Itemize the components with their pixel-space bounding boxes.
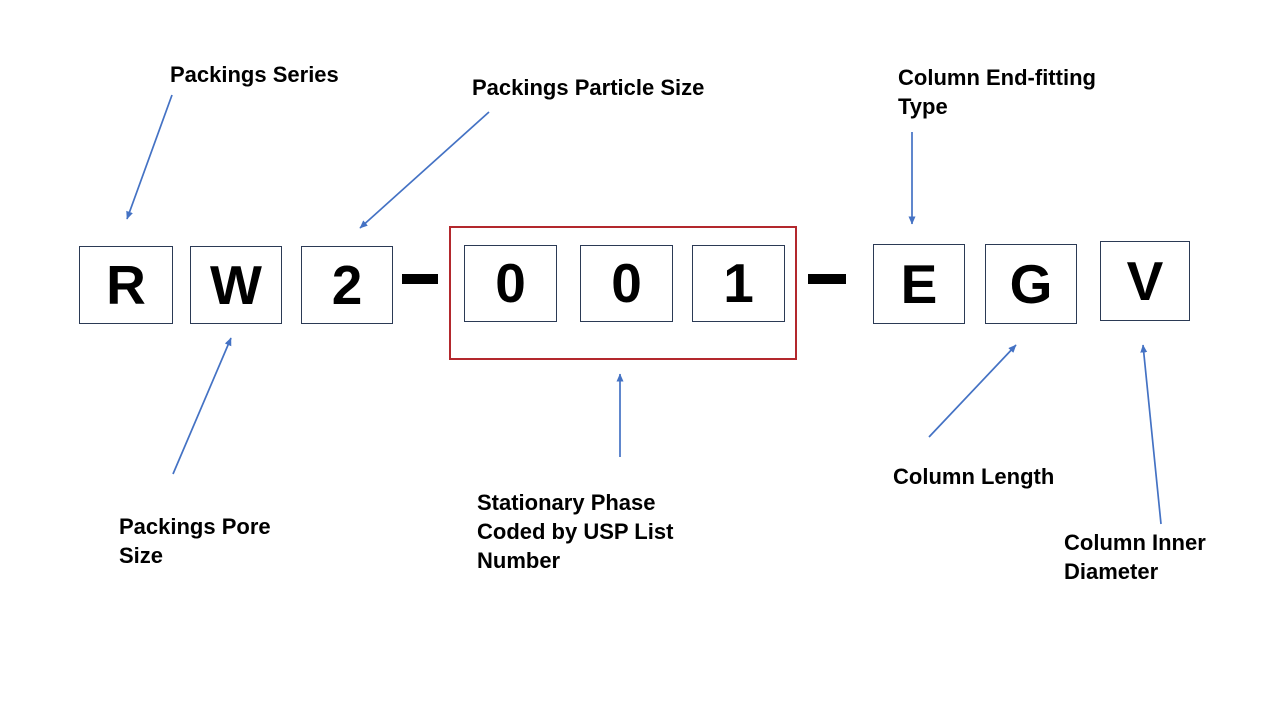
code-char-box-2: 2: [301, 246, 393, 324]
label-stationary-phase: Stationary Phase Coded by USP List Numbe…: [477, 490, 674, 573]
code-separator-dash-2: [808, 274, 846, 284]
code-char-box-0a: 0: [464, 245, 557, 322]
code-char-box-E: E: [873, 244, 965, 324]
code-char-box-W: W: [190, 246, 282, 324]
arrow-packings-pore-size-icon: [172, 337, 232, 475]
arrow-packings-series-icon: [126, 94, 173, 220]
code-char-1: 1: [723, 252, 754, 314]
label-column-inner-diameter: Column Inner Diameter: [1064, 530, 1206, 584]
code-char-R: R: [106, 253, 146, 316]
label-column-end-fitting-type: Column End-fitting Type: [898, 65, 1096, 119]
code-char-G: G: [1009, 252, 1053, 315]
code-char-box-R: R: [79, 246, 173, 324]
label-column-length: Column Length: [893, 464, 1055, 489]
code-separator-dash-1: [402, 274, 438, 284]
code-char-2: 2: [331, 253, 363, 316]
arrow-column-inner-diameter-icon: [1140, 344, 1162, 525]
arrow-column-length-icon: [928, 344, 1017, 438]
code-char-box-V: V: [1100, 241, 1190, 321]
label-packings-particle-size: Packings Particle Size: [472, 75, 705, 100]
code-char-V: V: [1126, 249, 1164, 312]
usp-code-highlight-box: [449, 226, 797, 360]
label-packings-pore-size: Packings Pore Size: [119, 514, 271, 568]
code-char-box-0b: 0: [580, 245, 673, 322]
arrow-packings-particle-size-icon: [359, 111, 490, 229]
code-char-W: W: [210, 253, 262, 316]
label-packings-series: Packings Series: [170, 62, 339, 87]
code-char-0a: 0: [495, 252, 526, 314]
code-char-0b: 0: [611, 252, 642, 314]
code-char-box-1: 1: [692, 245, 785, 322]
code-char-box-G: G: [985, 244, 1077, 324]
code-char-E: E: [900, 252, 938, 315]
